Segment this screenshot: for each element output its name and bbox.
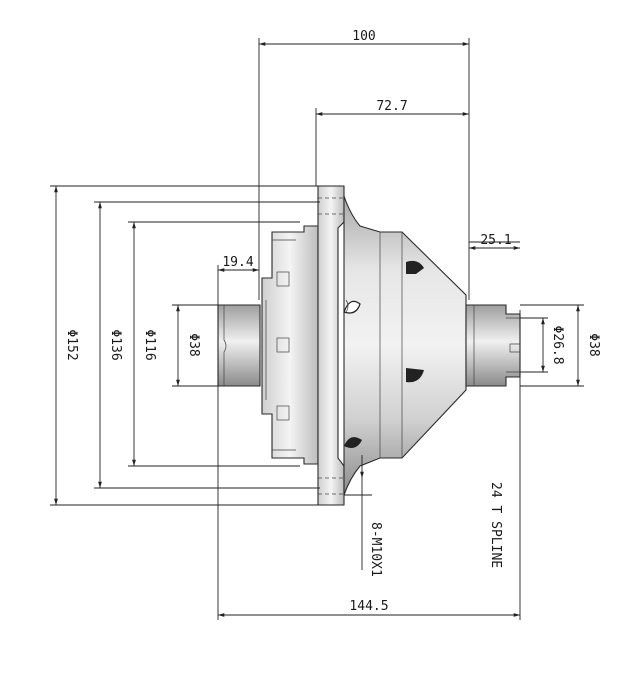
dim-26-8: Φ26.8	[550, 325, 565, 364]
dim-72-7: 72.7	[376, 99, 407, 114]
bolt-note: 8-M10X1	[368, 522, 383, 577]
spline-note: 24 T SPLINE	[488, 482, 503, 568]
dim-38-left: Φ38	[186, 333, 201, 356]
gear-tooth-3	[276, 405, 290, 421]
window-lower	[406, 368, 424, 383]
dim-152: Φ152	[64, 329, 79, 360]
dim-19-4: 19.4	[222, 255, 253, 270]
dimension-labels: 100 72.7 25.1 19.4 144.5 Φ152 Φ136 Φ116 …	[64, 29, 601, 614]
extension-lines	[50, 38, 584, 620]
dim-38-right: Φ38	[586, 333, 601, 356]
window-upper	[406, 260, 424, 274]
dim-136: Φ136	[108, 329, 123, 360]
dim-116: Φ116	[142, 329, 157, 360]
dim-25-1: 25.1	[480, 233, 511, 248]
ring-gear	[261, 225, 319, 465]
hole-lower	[344, 437, 362, 448]
dim-144-5: 144.5	[349, 599, 388, 614]
gear-tooth-1	[276, 271, 290, 287]
differential-part	[217, 185, 521, 506]
conical-body	[343, 195, 467, 496]
dim-100: 100	[352, 29, 375, 44]
flange	[317, 185, 345, 506]
dimension-lines	[54, 42, 580, 617]
gear-tooth-2	[276, 337, 290, 353]
